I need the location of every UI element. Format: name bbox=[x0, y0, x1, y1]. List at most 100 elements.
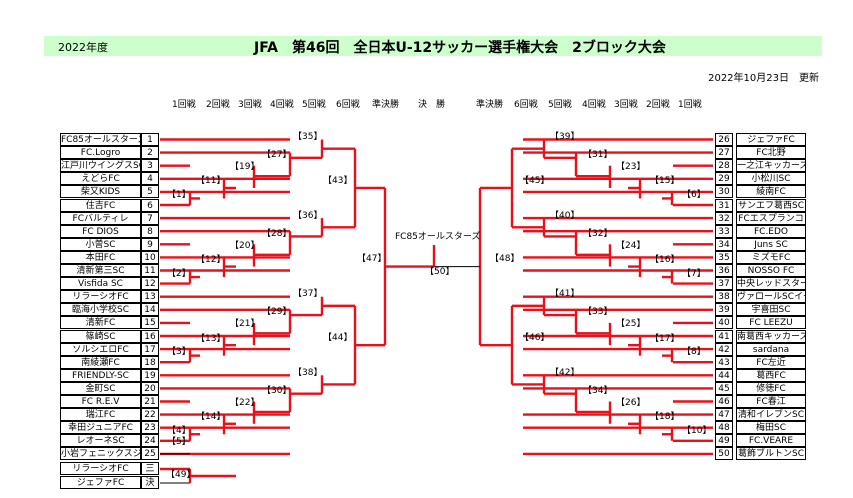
team-name: 清新第三SC bbox=[60, 264, 141, 277]
seed-number: 19 bbox=[141, 368, 159, 382]
seed-number: 23 bbox=[141, 421, 159, 435]
round-header-right: 5回戦 bbox=[548, 100, 572, 110]
match-number: 【13】 bbox=[196, 333, 226, 344]
team-name: ミズモFC bbox=[736, 250, 806, 264]
seed-number: 16 bbox=[141, 329, 159, 343]
final-mark: 決 bbox=[141, 476, 159, 489]
match-number: 【20】 bbox=[230, 240, 260, 251]
match-number: 【38】 bbox=[293, 367, 323, 378]
match-number: 【41】 bbox=[550, 289, 580, 300]
seed-number: 48 bbox=[715, 421, 733, 435]
seed-number: 43 bbox=[715, 355, 733, 369]
match-number: 【29】 bbox=[262, 307, 292, 318]
team-name: レオーネSC bbox=[60, 434, 141, 448]
seed-number: 38 bbox=[715, 290, 733, 304]
match-number: 【24】 bbox=[616, 240, 646, 251]
match-number: 【44】 bbox=[323, 333, 353, 343]
seed-number: 30 bbox=[715, 185, 733, 199]
team-name: ジェファFC bbox=[736, 133, 806, 146]
match-number: 【33】 bbox=[583, 307, 613, 318]
match-number: 【27】 bbox=[262, 150, 292, 161]
seed-number: 21 bbox=[141, 395, 159, 408]
season-year: 2022年度 bbox=[58, 41, 108, 54]
match-number: 【47】 bbox=[357, 254, 387, 264]
round-header-left: 4回戦 bbox=[270, 100, 294, 110]
match-number: 【22】 bbox=[230, 398, 260, 408]
team-name: えどらFC bbox=[60, 172, 141, 186]
seed-number: 9 bbox=[141, 237, 159, 251]
team-name: 葛飾ブルトンSC bbox=[736, 447, 806, 461]
team-name: 住吉FC bbox=[60, 198, 141, 212]
match-number: 【5】 bbox=[167, 437, 191, 447]
seed-number: 37 bbox=[715, 277, 733, 291]
team-name: NOSSO FC bbox=[736, 264, 806, 277]
seed-number: 27 bbox=[715, 146, 733, 160]
team-name: 臨海小学校SC bbox=[60, 303, 141, 317]
match-number: 【32】 bbox=[583, 228, 613, 239]
match-number: 【4】 bbox=[167, 425, 191, 436]
seed-number: 49 bbox=[715, 434, 733, 448]
match-number: 【15】 bbox=[650, 176, 680, 187]
match-number: 【46】 bbox=[520, 333, 550, 343]
seed-number: 44 bbox=[715, 368, 733, 382]
match-number: 【43】 bbox=[323, 176, 353, 186]
match-number: 【36】 bbox=[293, 210, 323, 221]
match-number: 【28】 bbox=[262, 228, 292, 239]
seed-number: 47 bbox=[715, 408, 733, 422]
team-name: 宇喜田SC bbox=[736, 303, 806, 317]
team-name: FC北野 bbox=[736, 146, 806, 160]
team-name: 南綾瀬FC bbox=[60, 355, 141, 369]
team-name: 江戸川ウイングスSC bbox=[60, 159, 141, 173]
team-name: 金町SC bbox=[60, 381, 141, 395]
match-number: 【3】 bbox=[167, 347, 191, 358]
round-header-left: 6回戦 bbox=[336, 100, 360, 110]
seed-number: 18 bbox=[141, 355, 159, 369]
seed-number: 5 bbox=[141, 185, 159, 199]
team-name: FCエスプランコ bbox=[736, 211, 806, 225]
team-name: 小松川SC bbox=[736, 172, 806, 186]
round-header-left: 5回戦 bbox=[302, 100, 326, 110]
match-number: 【45】 bbox=[520, 176, 550, 186]
round-header-right: 2回戦 bbox=[646, 100, 670, 110]
match-number: 【31】 bbox=[583, 150, 613, 161]
team-name: ソルシエロFC bbox=[60, 342, 141, 356]
match-number: 【16】 bbox=[650, 254, 680, 265]
seed-number: 26 bbox=[715, 133, 733, 146]
match-number: 【42】 bbox=[550, 367, 580, 378]
team-name: FC左近 bbox=[736, 355, 806, 369]
seed-number: 1 bbox=[141, 133, 159, 146]
match-number: 【11】 bbox=[196, 176, 226, 187]
match-number: 【39】 bbox=[550, 132, 580, 142]
seed-number: 17 bbox=[141, 342, 159, 356]
team-name: FC85オールスターズ bbox=[60, 133, 141, 146]
round-header-left: 決 勝 bbox=[418, 100, 446, 110]
team-name: FC.EDO bbox=[736, 224, 806, 238]
updated-date: 2022年10月23日 更新 bbox=[708, 73, 819, 84]
round-header-right: 1回戦 bbox=[678, 100, 702, 110]
match-number: 【30】 bbox=[262, 385, 292, 396]
seed-number: 10 bbox=[141, 250, 159, 264]
team-name: FC LEEZU bbox=[736, 316, 806, 330]
team-name: 幸田ジュニアFC bbox=[60, 421, 141, 435]
seed-number: 46 bbox=[715, 395, 733, 408]
seed-number: 6 bbox=[141, 198, 159, 212]
team-name: Visfida SC bbox=[60, 277, 141, 291]
seed-number: 40 bbox=[715, 316, 733, 330]
match-number: 【14】 bbox=[196, 412, 226, 423]
tournament-title: JFA 第46回 全日本U-12サッカー選手権大会 2ブロック大会 bbox=[254, 40, 666, 56]
seed-number: 3 bbox=[141, 159, 159, 173]
seed-number: 8 bbox=[141, 224, 159, 238]
team-name: 清新FC bbox=[60, 316, 141, 330]
match-number: 【26】 bbox=[616, 398, 646, 408]
match-number: 【50】 bbox=[425, 267, 455, 277]
final-team-name: リラーシオFC bbox=[60, 462, 141, 475]
match-number: 【8】 bbox=[682, 347, 706, 358]
team-name: FC.VEARE bbox=[736, 434, 806, 448]
match-number: 【18】 bbox=[650, 412, 680, 423]
team-name: 一之江キッカーズ bbox=[736, 159, 806, 173]
match-number: 【25】 bbox=[616, 319, 646, 330]
round-header-left: 1回戦 bbox=[172, 100, 196, 110]
seed-number: 36 bbox=[715, 264, 733, 277]
match-number: 【21】 bbox=[230, 319, 260, 330]
seed-number: 13 bbox=[141, 290, 159, 304]
